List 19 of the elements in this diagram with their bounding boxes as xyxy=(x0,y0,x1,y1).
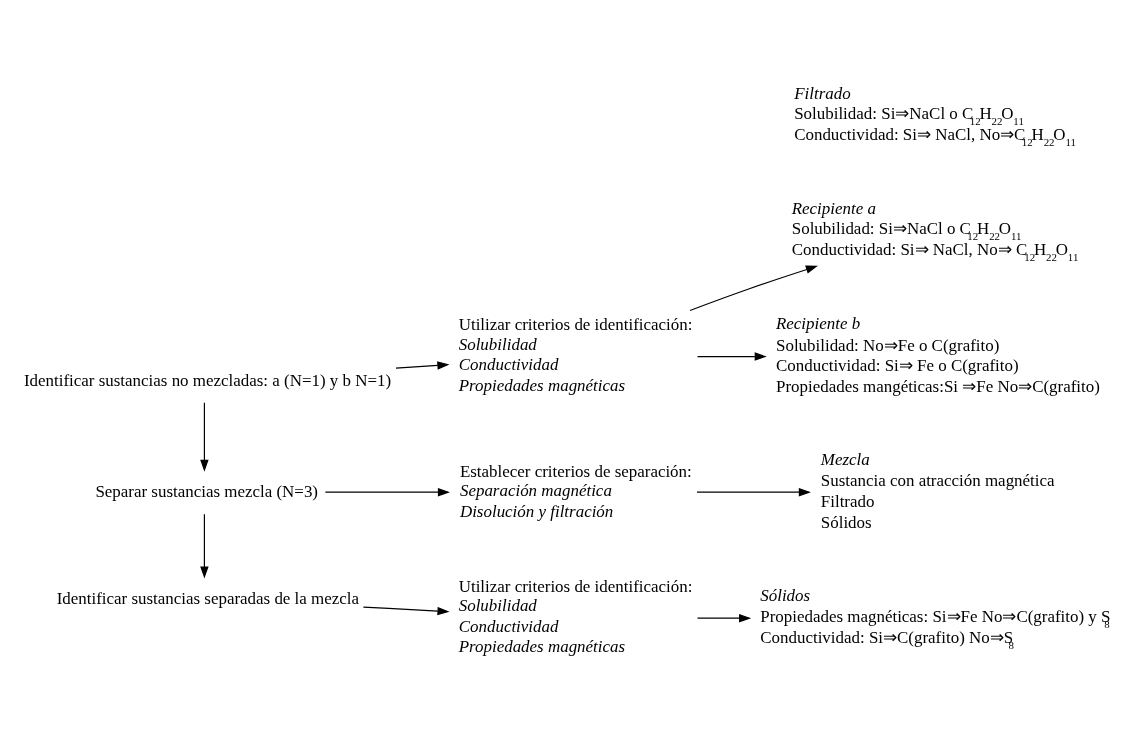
node-text: Filtrado Solubilidad: Si⇒NaCl o C$_{12}$H$_{22}$O$_{11}$ Conductividad: Si⇒ NaCl, No⇒C$_{12}$H$_{22}$O$_{11}$ xyxy=(794,83,1076,149)
arrow xyxy=(395,361,450,370)
arrow xyxy=(696,352,767,361)
node-text: Identificar sustancias no mezcladas: a (N=1) y b N=1) xyxy=(23,370,392,390)
node-text: Identificar sustancias separadas de la mezcla xyxy=(56,588,360,608)
arrow xyxy=(324,487,450,497)
node-text: Recipiente a Solubilidad: Si⇒NaCl o C$_{12}$H$_{22}$O$_{11}$ Conductividad: Si⇒ NaCl, No⇒ C$_{12}$H$_{22}$O$_{11}$ xyxy=(791,198,1079,264)
node-text: Recipiente b Solubilidad: No⇒Fe o C(grafito) Conductividad: Si⇒ Fe o C(grafito) Propiedades mangéticas:Si ⇒Fe No⇒C(grafito) xyxy=(776,313,1100,396)
node-text: Establecer criterios de separación: Separación magnética Disolución y filtración xyxy=(459,461,692,521)
node-text: Separar sustancias mezcla (N=3) xyxy=(95,482,319,502)
arrow xyxy=(696,613,752,623)
arrow xyxy=(696,487,811,497)
node-text: Utilizar criterios de identificación: Solubilidad Conductividad Propiedades magnéticas xyxy=(458,576,693,657)
arrow xyxy=(200,513,209,579)
node-text: Mezcla Sustancia con atracción magnética Filtrado Sólidos xyxy=(820,449,1055,532)
arrow xyxy=(200,402,209,472)
arrow xyxy=(362,606,450,616)
arrow xyxy=(689,265,818,312)
node-text: Utilizar criterios de identificación: Solubilidad Conductividad Propiedades magnéticas xyxy=(458,315,693,395)
